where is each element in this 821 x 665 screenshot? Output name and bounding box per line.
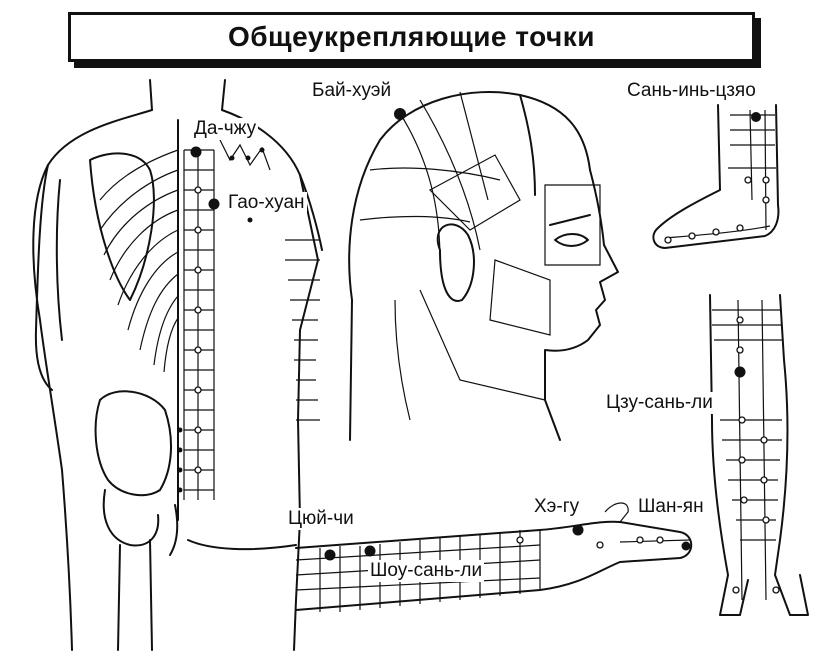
label-shou-san-li: Шоу-сань-ли [368,560,485,582]
leg-figure [709,294,809,616]
label-gao-huan: Гао-хуан [226,192,307,214]
label-he-gu: Хэ-гу [532,496,582,518]
page-title: Общеукрепляющие точки [227,21,596,52]
label-shan-yan: Шан-ян [636,496,706,518]
back-figure [32,79,323,651]
label-da-chzhu: Да-чжу [192,118,259,140]
label-bai-huei: Бай-хуэй [310,80,394,102]
label-san-in-tszyao: Сань-инь-цзяо [625,80,758,102]
title-frame: Общеукрепляющие точки [68,12,755,62]
label-tsyui-chi: Цюй-чи [286,508,356,530]
label-tszu-san-li: Цзу-сань-ли [604,392,715,414]
foot-figure [652,104,780,249]
head-figure [348,91,619,441]
